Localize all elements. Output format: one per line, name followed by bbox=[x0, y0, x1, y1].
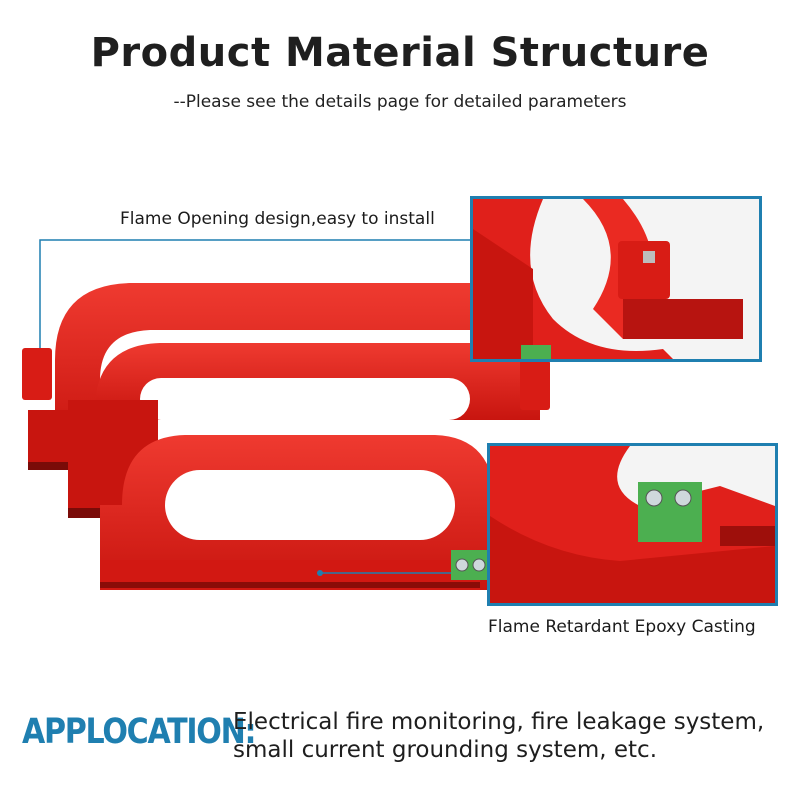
application-line-1: Electrical fire monitoring, fire leakage… bbox=[233, 709, 765, 735]
opening-detail-image bbox=[473, 199, 759, 359]
page-title: Product Material Structure bbox=[90, 30, 710, 76]
zoom-casting-detail bbox=[487, 443, 778, 606]
application-text: Electrical fire monitoring, fire leakage… bbox=[233, 708, 764, 764]
page-subtitle: --Please see the details page for detail… bbox=[173, 92, 627, 112]
callout-opening-design: Flame Opening design,easy to install bbox=[120, 209, 435, 229]
callout-epoxy-casting: Flame Retardant Epoxy Casting bbox=[488, 617, 756, 637]
application-line-2: small current grounding system, etc. bbox=[233, 737, 658, 763]
callout-line-top bbox=[39, 239, 470, 378]
transformer-small bbox=[100, 435, 495, 590]
application-label: APPLOCATION: bbox=[22, 712, 257, 752]
casting-detail-image bbox=[490, 446, 775, 603]
terminal-block-icon bbox=[451, 550, 489, 580]
transformer-medium bbox=[68, 343, 550, 518]
zoom-opening-detail bbox=[470, 196, 762, 362]
